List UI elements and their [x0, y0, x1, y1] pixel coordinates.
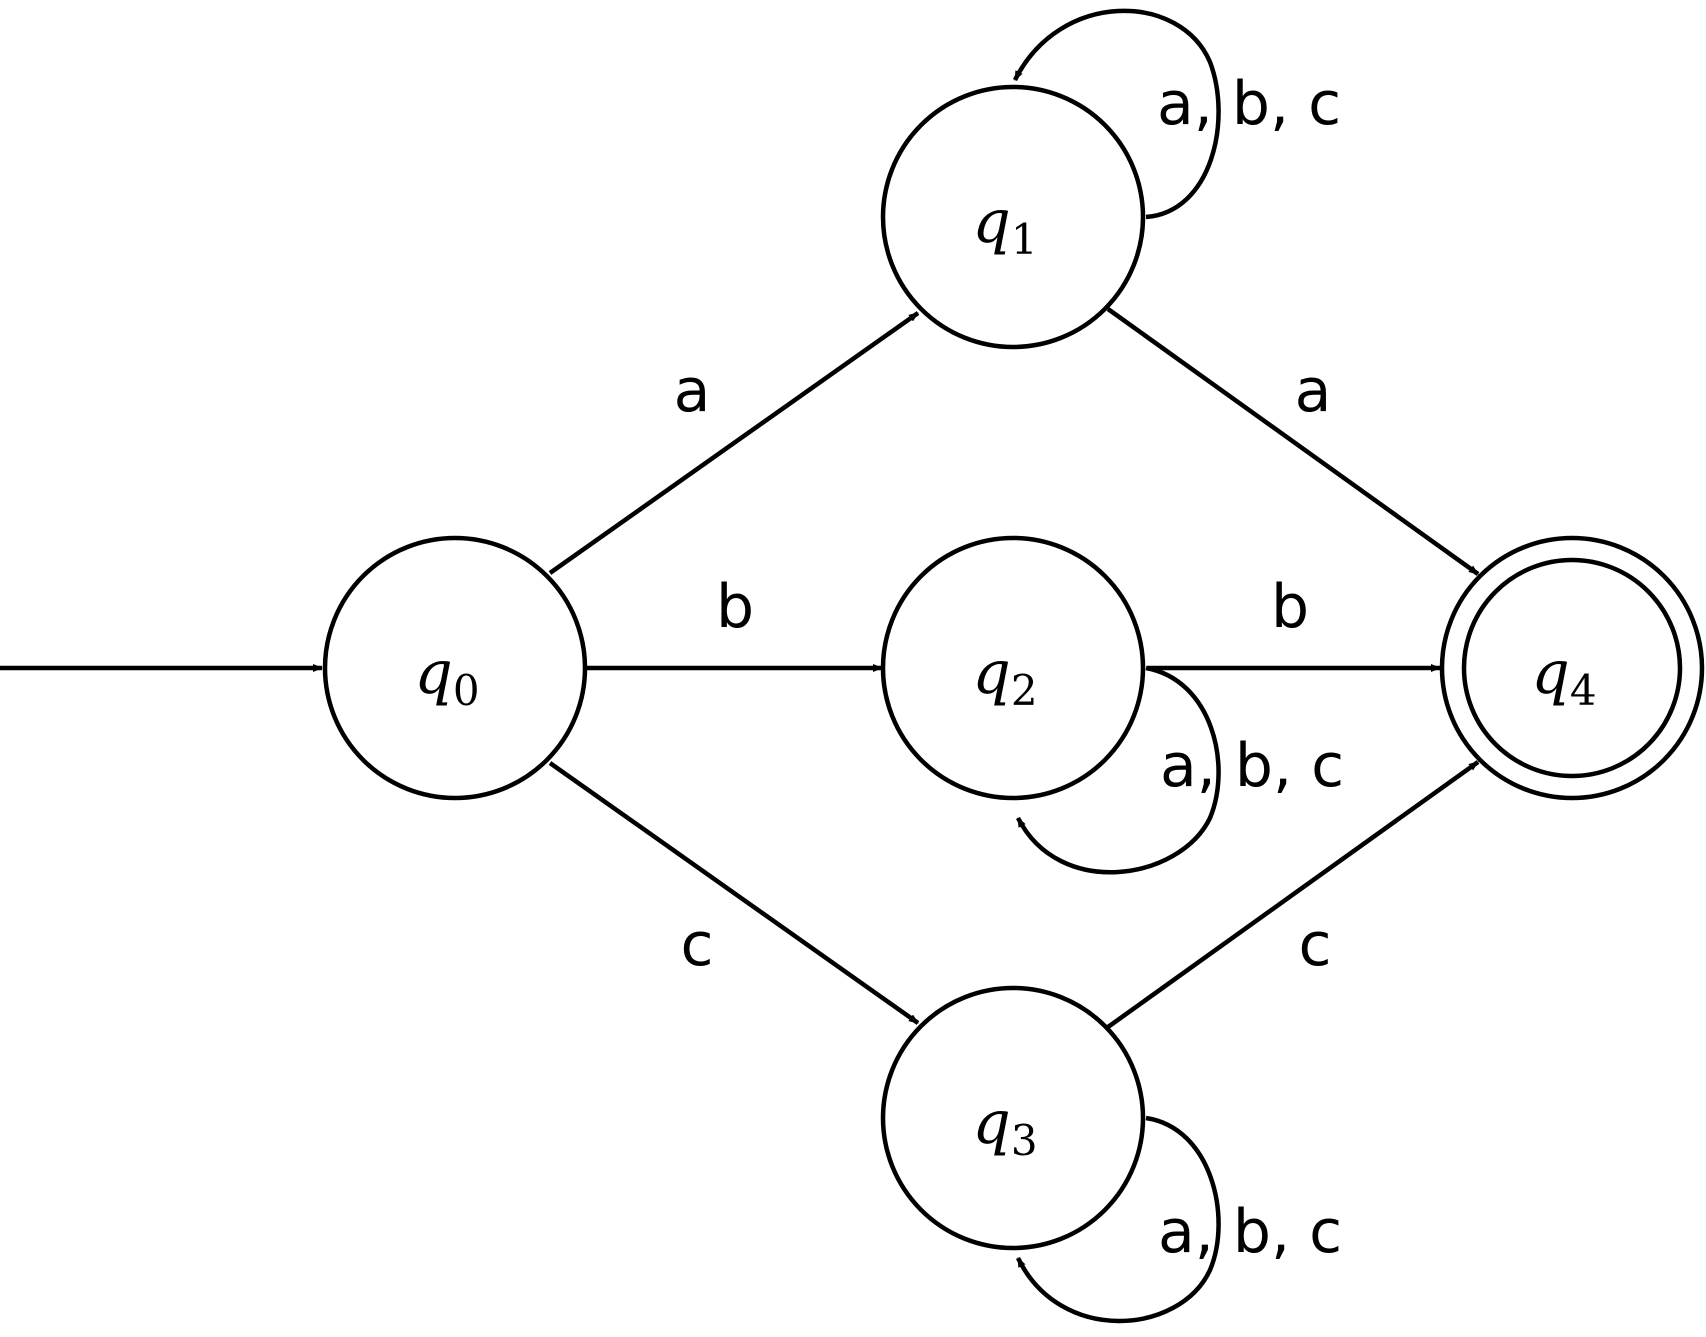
state-circle: [880, 985, 1146, 1251]
label-loop-q2: a, b, c: [1160, 731, 1344, 801]
state-label: q4: [1531, 638, 1596, 715]
state-label: q2: [972, 638, 1037, 715]
label-loop-q3: a, b, c: [1158, 1197, 1342, 1267]
loop-q3: [1015, 1115, 1221, 1324]
edge-q1-q4: [1106, 307, 1480, 576]
label-q0-q3: c: [681, 910, 714, 980]
state-q3: q3: [880, 985, 1146, 1251]
label-q2-q4: b: [1271, 572, 1309, 642]
loop-q1: [1012, 8, 1221, 220]
state-circle: [322, 535, 588, 801]
state-q0: q0: [322, 535, 588, 801]
edge-q3-q4: [1106, 760, 1480, 1029]
edge-q0-q3: [548, 761, 920, 1025]
state-q4: q4: [1439, 535, 1705, 801]
label-q0-q1: a: [674, 356, 711, 426]
state-circle: [880, 535, 1146, 801]
state-q2: q2: [880, 535, 1146, 801]
label-q3-q4: c: [1299, 910, 1332, 980]
states: q0 q1 q2 q3 q4: [322, 84, 1705, 1251]
state-label: q1: [972, 187, 1037, 264]
state-circle: [880, 84, 1146, 350]
state-label: q3: [972, 1088, 1037, 1165]
edges: [548, 8, 1480, 1324]
state-label: q0: [414, 638, 479, 715]
label-q0-q2: b: [716, 572, 754, 642]
state-q1: q1: [880, 84, 1146, 350]
label-loop-q1: a, b, c: [1157, 69, 1341, 139]
edge-labels: a b c a b c a, b, c a, b, c a, b, c: [674, 69, 1345, 1267]
loop-q2: [1015, 665, 1221, 875]
edge-q0-q1: [548, 311, 920, 575]
label-q1-q4: a: [1295, 356, 1332, 426]
state-circle-inner: [1461, 557, 1683, 779]
